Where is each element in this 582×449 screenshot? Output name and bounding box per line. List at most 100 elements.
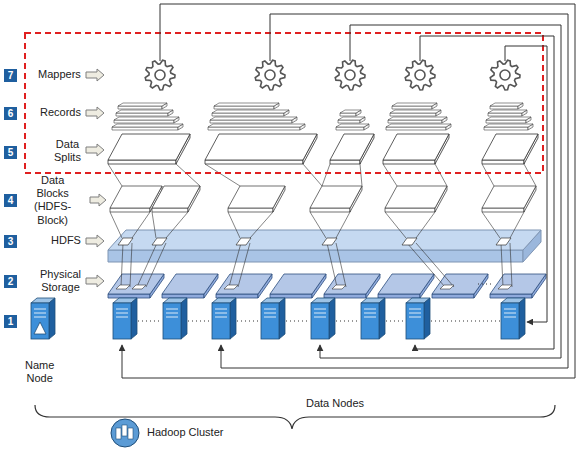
data-node-server: [361, 303, 379, 339]
data-node-server: [116, 309, 128, 310]
block-footprint: [118, 238, 133, 245]
data-node-server: [264, 309, 276, 310]
record-bar: [390, 113, 436, 116]
record-bar: [118, 106, 162, 109]
data-node-server: [314, 313, 326, 314]
data-node-server: [501, 303, 519, 339]
block-leader: [137, 243, 157, 287]
name-node-server: [31, 303, 49, 339]
data-split: [383, 160, 435, 164]
record-bar: [210, 117, 297, 120]
block-leader: [407, 243, 445, 287]
storage-disk: [162, 294, 204, 298]
data-block: [385, 186, 447, 208]
data-block: [152, 208, 188, 212]
data-split: [108, 134, 190, 160]
block-footprint: [236, 238, 251, 245]
data-node-server: [504, 317, 516, 318]
record-bar: [118, 103, 167, 106]
callout-number: 4: [4, 194, 17, 207]
callout-number: 3: [4, 235, 17, 248]
storage-disk: [324, 294, 366, 298]
block-leader: [250, 212, 273, 238]
record-bar: [488, 110, 527, 113]
cluster-icon: [128, 428, 133, 439]
record-bar: [388, 120, 442, 123]
mapper-route: [221, 14, 568, 368]
data-split: [330, 160, 360, 164]
record-bar: [338, 117, 365, 120]
block-footprint: [498, 285, 512, 289]
mapper-gear: [255, 60, 285, 90]
block-leader: [510, 243, 512, 287]
block-leader: [336, 243, 346, 287]
record-bar: [214, 103, 279, 106]
server-link: [431, 320, 500, 321]
record-bar: [212, 110, 289, 113]
split-leader: [360, 164, 362, 186]
mapper-gear: [405, 60, 435, 90]
name-node-symbol: [34, 322, 46, 334]
split-leader: [176, 164, 200, 186]
storage-disk: [270, 294, 312, 298]
storage-disk: [162, 274, 218, 294]
record-bar: [488, 113, 522, 116]
mapper-route: [122, 4, 575, 378]
data-block: [310, 186, 362, 208]
data-node-server: [504, 313, 516, 314]
group-label: Hadoop Cluster: [146, 426, 224, 439]
block-leader: [310, 212, 326, 238]
block-leader: [228, 212, 240, 238]
record-bar: [386, 127, 446, 130]
focus-frame: [25, 33, 543, 173]
layer-label: Data Blocks (HDFS-Block): [33, 174, 72, 227]
data-node-server: [504, 309, 516, 310]
record-bar: [214, 106, 274, 109]
block-leader: [166, 212, 188, 238]
record-bar: [392, 103, 437, 106]
data-split: [108, 160, 176, 164]
mapper-gear: [265, 70, 275, 80]
layer-label: Physical Storage: [39, 268, 82, 294]
data-split: [482, 160, 524, 164]
record-bar: [388, 117, 447, 120]
data-node-server: [279, 298, 285, 339]
data-node-server: [409, 309, 421, 310]
record-bar: [116, 110, 173, 113]
mapper-route: [505, 46, 547, 322]
block-leader: [510, 212, 524, 238]
storage-disk: [216, 294, 258, 298]
data-split: [482, 134, 538, 160]
data-block: [385, 208, 435, 212]
storage-disk: [108, 274, 164, 294]
split-leader: [322, 164, 330, 186]
layer-label: Data Splits: [53, 138, 82, 164]
record-bar: [490, 106, 518, 109]
data-block: [152, 186, 200, 208]
data-node-server: [519, 298, 525, 339]
block-leader: [416, 212, 435, 238]
split-leader: [435, 164, 447, 186]
data-node-server: [329, 298, 335, 339]
mapper-gear: [345, 70, 355, 80]
record-bar: [490, 103, 523, 106]
record-bar: [390, 110, 441, 113]
cluster-icon: [111, 419, 139, 447]
group-label: Data Nodes: [305, 397, 365, 410]
data-node-server: [364, 309, 376, 310]
mapper-route: [415, 36, 554, 349]
data-split: [330, 134, 374, 160]
record-bar: [112, 127, 178, 130]
block-leader: [146, 243, 166, 287]
block-leader: [416, 243, 454, 287]
node-label: Name Node: [24, 359, 55, 385]
record-bar: [336, 127, 364, 130]
data-node-server: [116, 313, 128, 314]
server-link: [237, 320, 260, 321]
data-node-server: [166, 309, 178, 310]
name-node-server: [34, 309, 46, 310]
data-node-server: [131, 298, 137, 339]
data-node-server: [215, 317, 227, 318]
pointer-arrow: [86, 107, 104, 119]
